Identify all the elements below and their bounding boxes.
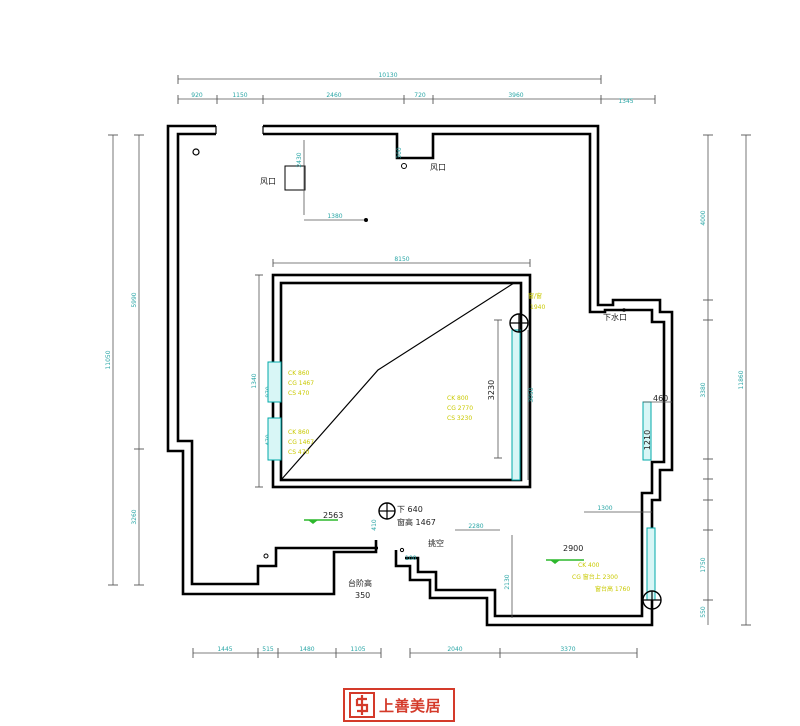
dim-courtyard-left-a: 1340	[251, 373, 258, 388]
floor-drain-2-icon	[399, 547, 405, 553]
dim-lower-2280: 2280	[468, 523, 483, 530]
vent-right-icon	[401, 163, 407, 169]
vent-point-icon	[364, 218, 368, 222]
label-vent-right: 风口	[430, 163, 446, 172]
note-bottom-right-3: 窗台高 1760	[595, 585, 630, 593]
dim-right-overall: 11860	[738, 370, 745, 389]
courtyard-window-left-upper	[267, 361, 282, 403]
dim-overall-top: 10130	[378, 72, 397, 79]
dim-top-seg-5: 3960	[508, 92, 523, 99]
dim-left-lower: 3260	[131, 509, 138, 524]
logo-mark-icon	[349, 692, 375, 718]
dim-right-seg-2: 3380	[700, 382, 707, 397]
dim-vent-horizontal: 1380	[327, 213, 342, 220]
central-courtyard: 8150 3230 1340 870 470 CK 860 CG 1467 CS…	[251, 256, 545, 489]
level-right: 2900	[563, 544, 583, 553]
bottom-right-window	[646, 527, 656, 601]
note-courtyard-right-2: CG 2770	[447, 405, 473, 412]
courtyard-inner-wall	[279, 281, 523, 482]
dim-side-460: 460	[653, 394, 668, 403]
dim-bottom-seg-1: 1445	[217, 646, 232, 653]
dim-bottom-seg-2: 515	[262, 646, 274, 653]
dim-courtyard-height: 3230	[487, 380, 496, 400]
dim-left-overall: 11050	[105, 350, 112, 369]
bottom-dimension-chain: 1445 515 1480 1105 2040 3370	[192, 646, 638, 658]
courtyard-window-left-lower	[267, 417, 282, 461]
dim-lower-small-2: 410	[371, 519, 378, 531]
dim-lower-vertical: 2130	[504, 574, 511, 589]
brand-logo: 上善美居	[343, 688, 455, 722]
note-bottom-right-1: CK 400	[578, 562, 600, 569]
dim-bottom-seg-4: 1105	[350, 646, 365, 653]
label-stair-height: 台阶高	[348, 578, 372, 588]
left-dimension-chain: 11050 5990 3260	[105, 134, 144, 586]
dim-courtyard-width: 8150	[394, 256, 409, 263]
note-left-upper-3: CS 470	[288, 390, 310, 397]
corner-drain-icon	[192, 148, 200, 156]
drain-icon	[622, 308, 626, 312]
label-window-height: 窗高 1467	[397, 517, 436, 527]
note-left-upper-1: CK 860	[288, 370, 310, 377]
right-dimension-chain: 11860 4000 3380 1750 550	[700, 134, 751, 626]
level-left: 2563	[323, 511, 343, 520]
vent-box	[284, 165, 306, 191]
dim-top-seg-1: 920	[191, 92, 203, 99]
dim-courtyard-right-window: 3050	[528, 387, 535, 402]
note-left-lower-1: CK 860	[288, 429, 310, 436]
dim-pipe-small: 300	[396, 147, 403, 159]
note-courtyard-right-1: CK 800	[447, 395, 469, 402]
level-marker-right-icon	[550, 560, 560, 564]
label-under-window: 下 640	[397, 505, 423, 514]
dim-top-seg-4: 720	[414, 92, 426, 99]
outer-walls	[166, 124, 674, 627]
level-marker-left-icon	[308, 520, 318, 524]
label-drain: 下水口	[603, 312, 627, 322]
note-right-top-2: 1940	[530, 304, 545, 311]
note-right-top-1: 窗/窗	[528, 292, 542, 300]
dim-right-seg-4: 550	[700, 606, 707, 618]
dim-bottom-seg-6: 3370	[560, 646, 575, 653]
dim-top-seg-2: 1150	[232, 92, 247, 99]
dim-step-1300: 1300	[597, 505, 612, 512]
dim-bottom-seg-5: 2040	[447, 646, 462, 653]
dim-top-seg-6: 1345	[618, 98, 633, 105]
right-room: 下水口 460 1210 1300	[584, 308, 672, 513]
note-left-upper-2: CG 1467	[288, 380, 314, 387]
dim-top-seg-3: 2460	[326, 92, 341, 99]
dim-bottom-seg-3: 1480	[299, 646, 314, 653]
top-dimension-chain: 10130 920 1150 2460 720 3960 1345	[177, 72, 656, 105]
dim-lower-small: 100	[405, 555, 417, 562]
note-left-lower-3: CS 470	[288, 449, 310, 456]
dim-right-seg-3: 1750	[700, 557, 707, 572]
note-bottom-right-2: CG 窗台上 2300	[572, 573, 618, 581]
dim-vent-vertical: 2430	[296, 152, 303, 167]
logo-text: 上善美居	[379, 696, 442, 715]
courtyard-diagonal-line	[280, 282, 515, 481]
dim-right-seg-1: 4000	[700, 210, 707, 225]
courtyard-window-right	[511, 329, 521, 481]
label-stair-height-value: 350	[355, 591, 370, 600]
dim-left-upper: 5990	[131, 292, 138, 307]
lower-central-area: 下 640 窗高 1467 挑空 2280 2130 100 410 台阶高 3…	[263, 502, 662, 618]
label-vent-left: 风口	[260, 177, 276, 186]
note-courtyard-right-3: CS 3230	[447, 415, 472, 422]
dim-side-1210: 1210	[643, 430, 652, 450]
vent-area: 风口 2430 1380 300 风口	[192, 140, 446, 222]
floor-drain-icon	[263, 553, 269, 559]
note-left-lower-2: CG 1467	[288, 439, 314, 446]
label-void: 挑空	[428, 538, 444, 548]
